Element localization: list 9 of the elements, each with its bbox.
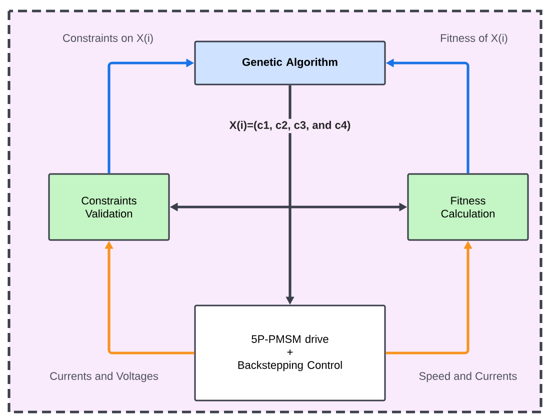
edge-label: Currents and Voltages — [50, 372, 158, 382]
edge-label: Speed and Currents — [419, 372, 517, 382]
edge-label: Fitness of X(i) — [440, 34, 508, 44]
edge-label: X(i)=(c1, c2, c3, and c4) — [229, 120, 350, 132]
process-box: 5P-PMSM drive + Backstepping Control — [194, 304, 386, 402]
edge-label: Constraints on X(i) — [63, 34, 153, 44]
process-box: Fitness Calculation — [407, 173, 529, 241]
process-box: Constraints Validation — [48, 173, 170, 241]
process-box: Genetic Algorithm — [194, 40, 386, 86]
